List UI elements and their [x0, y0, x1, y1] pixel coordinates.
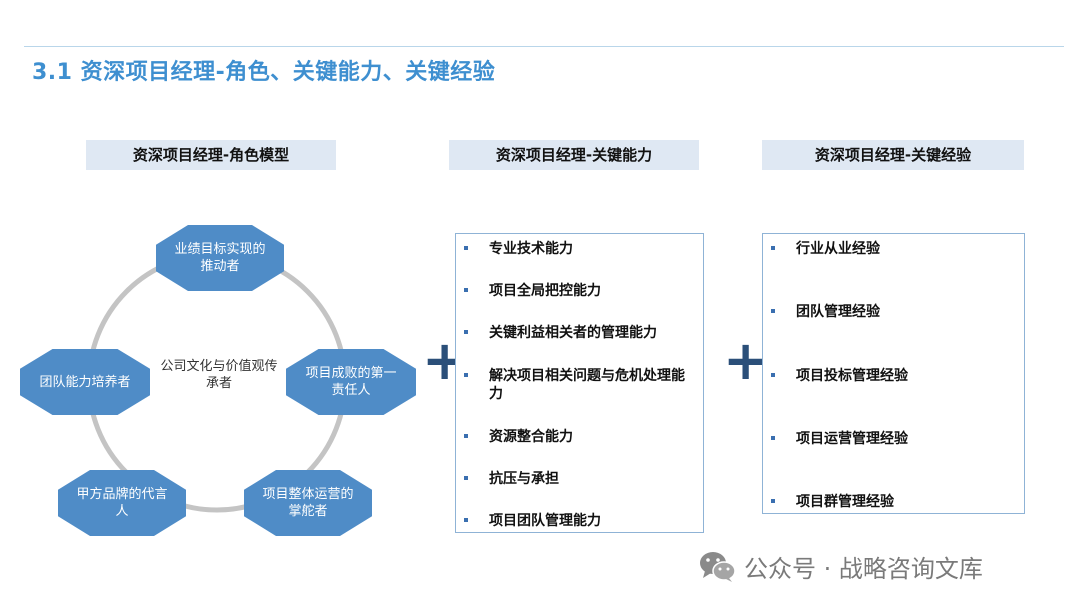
- bullet-icon: [464, 330, 468, 334]
- role-center-label: 公司文化与价值观传承者: [160, 359, 278, 391]
- wechat-icon: [698, 549, 736, 583]
- role-node-performance-driver: 业绩目标实现的推动者: [156, 225, 284, 291]
- bullet-icon: [464, 518, 468, 522]
- key-ability-list: 专业技术能力 项目全局把控能力 关键利益相关者的管理能力 解决项目相关问题与危机…: [455, 233, 704, 533]
- key-experience-header: 资深项目经理-关键经验: [762, 140, 1024, 170]
- bullet-icon: [771, 436, 775, 440]
- role-node-brand-spokesperson: 甲方品牌的代言人: [58, 470, 186, 536]
- key-ability-header: 资深项目经理-关键能力: [449, 140, 699, 170]
- bullet-icon: [464, 476, 468, 480]
- role-node-team-builder: 团队能力培养者: [20, 349, 150, 415]
- page-title: 3.1 资深项目经理-角色、关键能力、关键经验: [32, 60, 496, 85]
- bullet-icon: [464, 288, 468, 292]
- bullet-icon: [771, 309, 775, 313]
- role-node-operations-helm: 项目整体运营的掌舵者: [244, 470, 372, 536]
- bullet-icon: [771, 246, 775, 250]
- watermark-text: 公众号 · 战略咨询文库: [744, 554, 983, 583]
- key-experience-list: 行业从业经验 团队管理经验 项目投标管理经验 项目运营管理经验 项目群管理经验: [762, 233, 1025, 514]
- bullet-icon: [771, 499, 775, 503]
- plus-sign-right: +: [723, 329, 769, 392]
- bullet-icon: [464, 246, 468, 250]
- role-node-project-owner: 项目成败的第一责任人: [286, 349, 416, 415]
- bullet-icon: [771, 373, 775, 377]
- title-divider: [24, 46, 1064, 47]
- bullet-icon: [464, 434, 468, 438]
- bullet-icon: [464, 373, 468, 377]
- role-model-header: 资深项目经理-角色模型: [86, 140, 336, 170]
- watermark: 公众号 · 战略咨询文库: [698, 548, 983, 584]
